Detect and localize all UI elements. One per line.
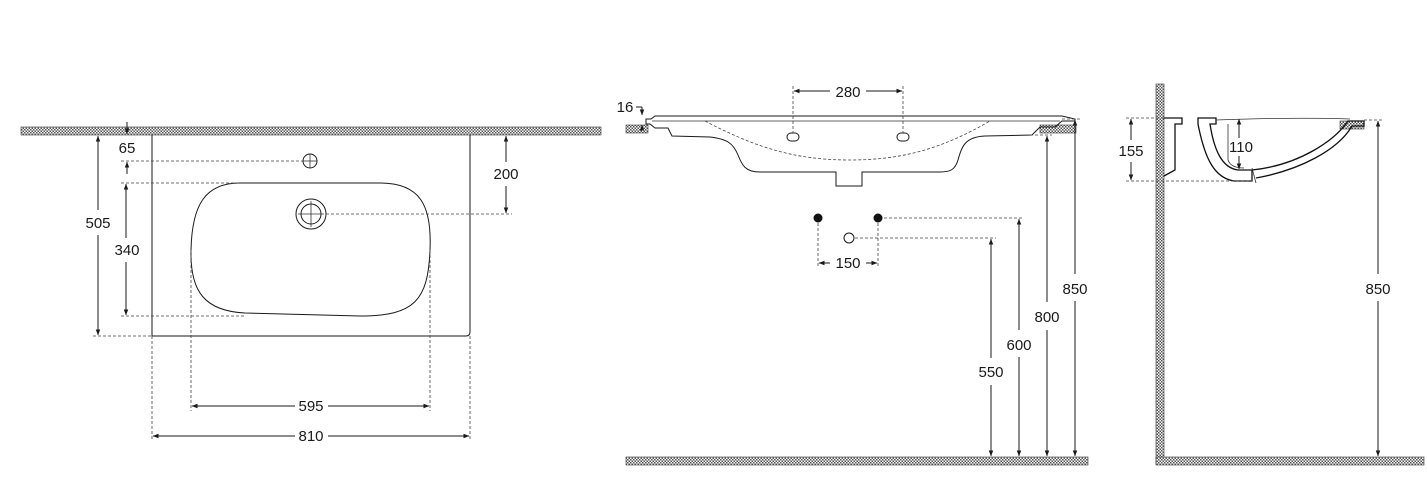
basin-profile	[645, 115, 1076, 187]
plan-view: 810 595 505 340 65 200	[20, 122, 602, 445]
supply-point-left	[813, 213, 823, 223]
dim-waste-550: 550	[978, 364, 1003, 381]
dim-depth-505: 505	[85, 215, 110, 232]
counter-hatch-right	[1039, 124, 1077, 134]
dim-supply-150: 150	[835, 255, 860, 272]
dim-tap-offset-65: 65	[119, 140, 136, 157]
dim-side-bowl-110: 110	[1229, 139, 1253, 156]
supply-point-right	[873, 213, 883, 223]
basin-section-bowl	[1251, 120, 1365, 179]
dim-rim-16: 16	[617, 99, 634, 116]
bowl-outline	[190, 182, 431, 317]
wall-hatch-side	[1155, 83, 1165, 465]
floor-hatch-side	[1155, 456, 1425, 466]
dim-bowl-width-595: 595	[298, 398, 323, 415]
dim-basin-bottom-800: 800	[1034, 309, 1059, 326]
fixing-slot-right	[896, 132, 910, 142]
wall-hatch	[20, 126, 602, 136]
counter-hatch-left	[625, 124, 649, 134]
dim-bowl-depth-340: 340	[114, 242, 139, 259]
front-view: 280 16 150 550 600 800 850	[617, 84, 1089, 466]
dim-rim-850: 850	[1062, 281, 1087, 298]
basin-outline	[151, 135, 471, 337]
basin-section-outer	[1163, 117, 1183, 177]
dim-drain-offset-200: 200	[493, 166, 518, 183]
dim-supply-600: 600	[1006, 337, 1031, 354]
floor-hatch	[625, 456, 1089, 466]
side-view: 155 110 850	[1118, 83, 1425, 466]
dim-width-810: 810	[298, 428, 323, 445]
waste-point	[843, 232, 855, 244]
dim-fixing-280: 280	[835, 84, 860, 101]
dim-side-depth-155: 155	[1118, 143, 1143, 160]
fixing-slot-left	[786, 132, 800, 142]
dim-side-850: 850	[1365, 281, 1390, 298]
counter-hatch-side	[1339, 120, 1365, 130]
